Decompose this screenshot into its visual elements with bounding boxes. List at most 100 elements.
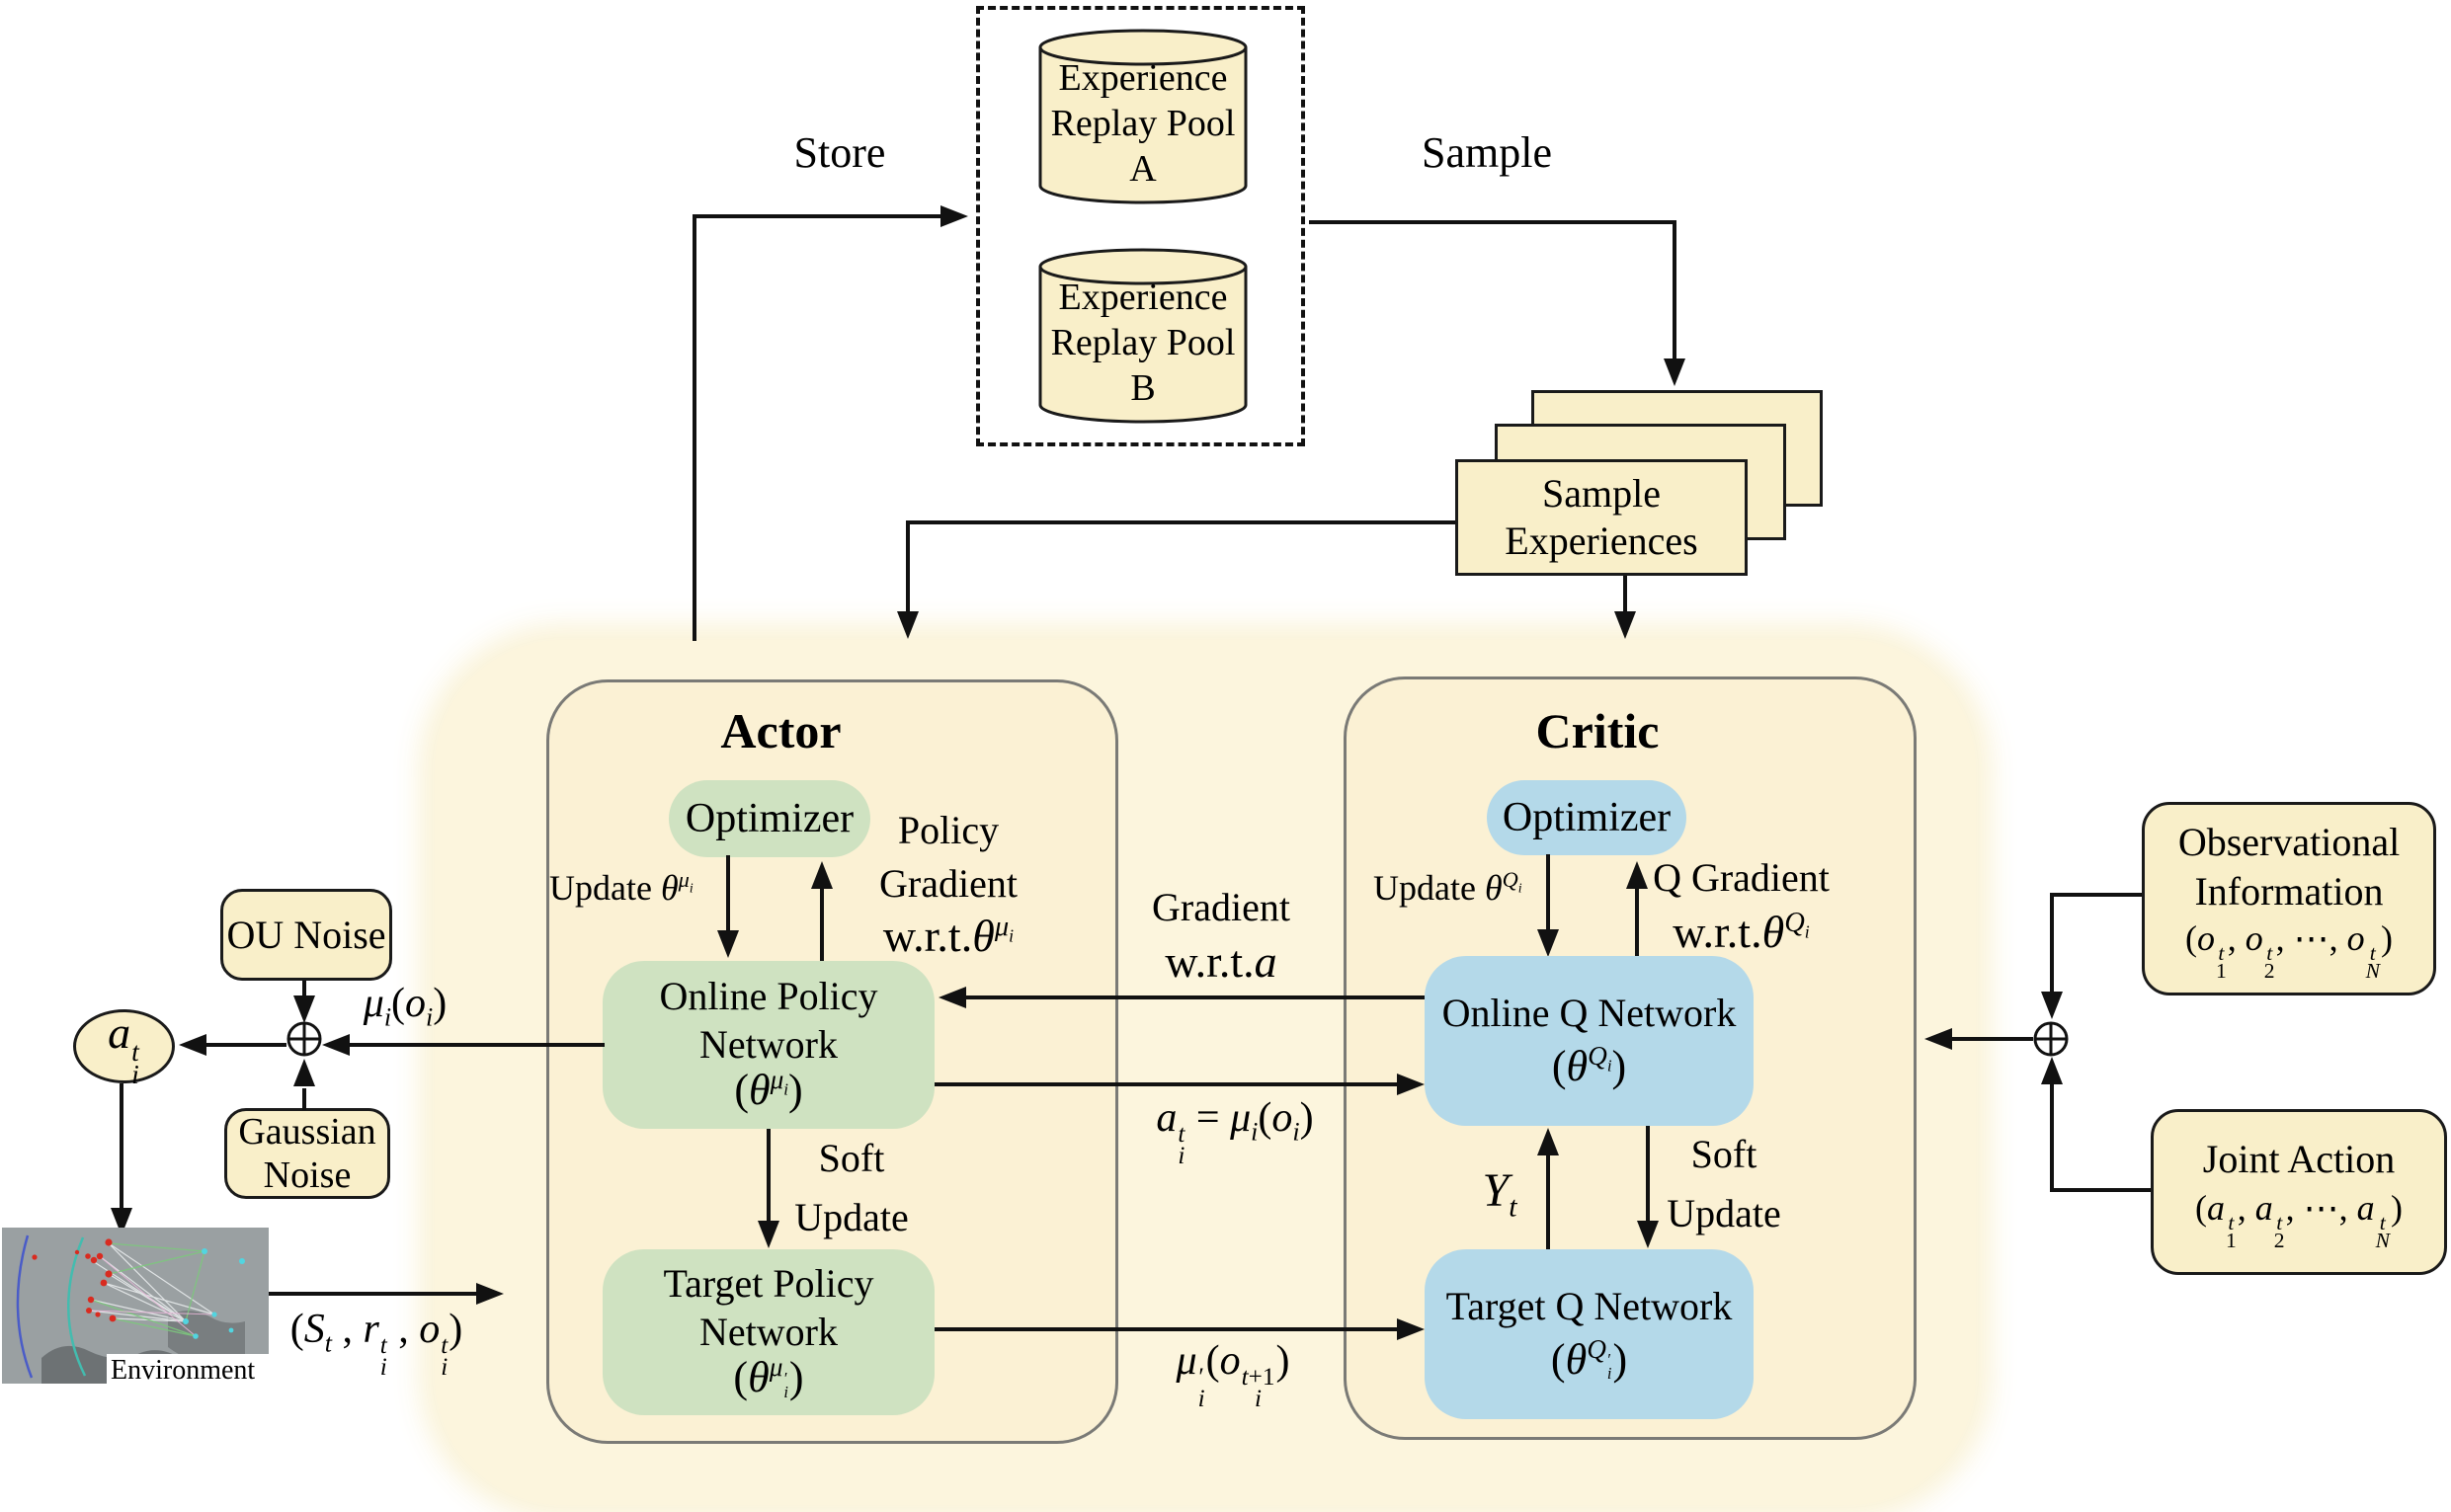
actor-soft-line1: Soft	[818, 1136, 885, 1180]
gradient-wrt-a-arrow-line	[966, 995, 1425, 999]
sum-to-action-line	[206, 1043, 286, 1047]
ou-to-sum-line	[302, 981, 306, 1004]
pool-a-label: Experience Replay Pool A	[1050, 57, 1236, 190]
gaussian-to-sum-line	[302, 1088, 306, 1110]
sum-to-critic-line	[1952, 1037, 2033, 1041]
sample-experiences-label: Sample Experiences	[1505, 471, 1698, 563]
joint-line1: Joint Action	[2202, 1137, 2396, 1182]
gaussian-line2: Noise	[263, 1154, 352, 1196]
critic-gradient-arrow-line	[1635, 889, 1639, 956]
environment-image	[2, 1228, 269, 1386]
joint-line-v	[2050, 1084, 2054, 1192]
action-eq-arrow-line	[935, 1082, 1397, 1086]
online-q-line1: Online Q Network	[1441, 990, 1737, 1035]
sum-to-action-arrowhead-icon	[179, 1034, 206, 1056]
critic-soft-line2: Update	[1667, 1191, 1781, 1235]
actor-soft-update-arrowhead-icon	[758, 1221, 779, 1248]
sample-to-actor-line-h	[906, 520, 1455, 524]
gradient-wrt-a-label: Gradient w.r.t.a	[1126, 885, 1316, 989]
actor-update-arrow-line	[726, 855, 730, 932]
online-policy-line2: Network	[699, 1022, 838, 1068]
target-policy-line1: Target Policy	[663, 1261, 874, 1307]
actor-update-arrowhead-icon	[717, 930, 739, 958]
online-policy-line1: Online Policy	[659, 974, 878, 1019]
gradient-wrt-a-arrowhead-icon	[939, 987, 966, 1008]
actor-policy-gradient-label: Policy Gradient w.r.t.θμi	[852, 808, 1045, 963]
env-output-line	[269, 1292, 476, 1296]
obs-line-v	[2050, 893, 2054, 994]
target-policy-params: (θμ′i)	[733, 1352, 804, 1401]
target-policy-line2: Network	[699, 1310, 838, 1355]
sum-to-critic-arrowhead-icon	[1924, 1028, 1952, 1050]
noise-sum-node-icon	[286, 1021, 322, 1057]
cylinder-a-icon	[1038, 29, 1248, 204]
gaussian-to-sum-arrowhead-icon	[293, 1059, 315, 1086]
actor-soft-update-line	[767, 1129, 771, 1221]
store-line-h	[693, 214, 944, 218]
actor-optimizer: Optimizer	[669, 780, 870, 857]
critic-gradient-arrowhead-icon	[1626, 861, 1648, 889]
target-q-line1: Target Q Network	[1445, 1283, 1733, 1328]
env-output-arrowhead-icon	[476, 1283, 504, 1305]
critic-update-label: Update θQi	[1373, 867, 1522, 908]
sample-to-critic-line-v	[1623, 576, 1627, 613]
obs-line1: Observational	[2177, 819, 2401, 864]
sample-to-actor-arrowhead-icon	[897, 611, 919, 639]
critic-update-arrow-line	[1546, 854, 1550, 931]
critic-soft-update-line	[1646, 1126, 1650, 1221]
policy-gradient-line1: Policy	[897, 808, 1000, 852]
action-to-env-line	[120, 1083, 123, 1210]
sample-experiences-card: Sample Experiences	[1455, 459, 1748, 576]
actor-soft-update-label: Soft Update	[782, 1136, 921, 1240]
online-q-network: Online Q Network (θQi)	[1425, 956, 1754, 1126]
mu-o-label: μi(oi)	[363, 981, 448, 1032]
yt-label: Yt	[1482, 1164, 1517, 1224]
sample-label: Sample	[1422, 128, 1552, 177]
actor-gradient-arrow-line	[820, 889, 824, 961]
actor-update-label: Update θμi	[549, 867, 694, 908]
critic-soft-update-arrowhead-icon	[1637, 1221, 1659, 1248]
sample-to-actor-line-v	[906, 520, 910, 613]
policy-to-sum-arrowhead-icon	[322, 1034, 350, 1056]
actor-soft-line2: Update	[794, 1195, 909, 1239]
policy-gradient-line2: Gradient	[879, 861, 1018, 906]
yt-arrowhead-icon	[1537, 1128, 1559, 1155]
gradient-wrt-a-line1: Gradient	[1152, 885, 1290, 929]
input-sum-node-icon	[2033, 1021, 2069, 1057]
critic-optimizer: Optimizer	[1487, 780, 1686, 855]
q-gradient-line2: w.r.t.θQi	[1673, 907, 1810, 957]
sample-line-v	[1673, 220, 1676, 358]
sample-to-critic-arrowhead-icon	[1614, 611, 1636, 639]
ou-noise-label: OU Noise	[226, 913, 386, 957]
policy-to-sum-line	[350, 1043, 605, 1047]
gaussian-noise-box: Gaussian Noise	[224, 1108, 390, 1199]
critic-optimizer-label: Optimizer	[1502, 795, 1672, 840]
joint-line-h	[2052, 1188, 2151, 1192]
sample-arrowhead-icon	[1664, 358, 1685, 386]
sample-line-h	[1309, 220, 1676, 224]
q-gradient-line1: Q Gradient	[1653, 855, 1830, 900]
pool-b-label: Experience Replay Pool B	[1050, 277, 1236, 409]
policy-gradient-line3: w.r.t.θμi	[882, 911, 1015, 961]
target-q-params: (θQ′i)	[1550, 1333, 1628, 1384]
store-label: Store	[793, 128, 886, 177]
joint-arrowhead-icon	[2041, 1057, 2063, 1084]
cylinder-b-icon	[1038, 248, 1248, 424]
ou-to-sum-arrowhead-icon	[293, 995, 315, 1023]
actor-gradient-arrowhead-icon	[811, 861, 833, 889]
experience-replay-pool-a: Experience Replay Pool A	[1034, 22, 1252, 215]
mu-prime-arrowhead-icon	[1397, 1318, 1425, 1340]
store-arrowhead-icon	[940, 205, 968, 227]
online-policy-network: Online Policy Network (θμi)	[603, 961, 935, 1129]
gaussian-noise-label: Gaussian Noise	[238, 1110, 375, 1197]
ou-noise-box: OU Noise	[220, 889, 392, 981]
